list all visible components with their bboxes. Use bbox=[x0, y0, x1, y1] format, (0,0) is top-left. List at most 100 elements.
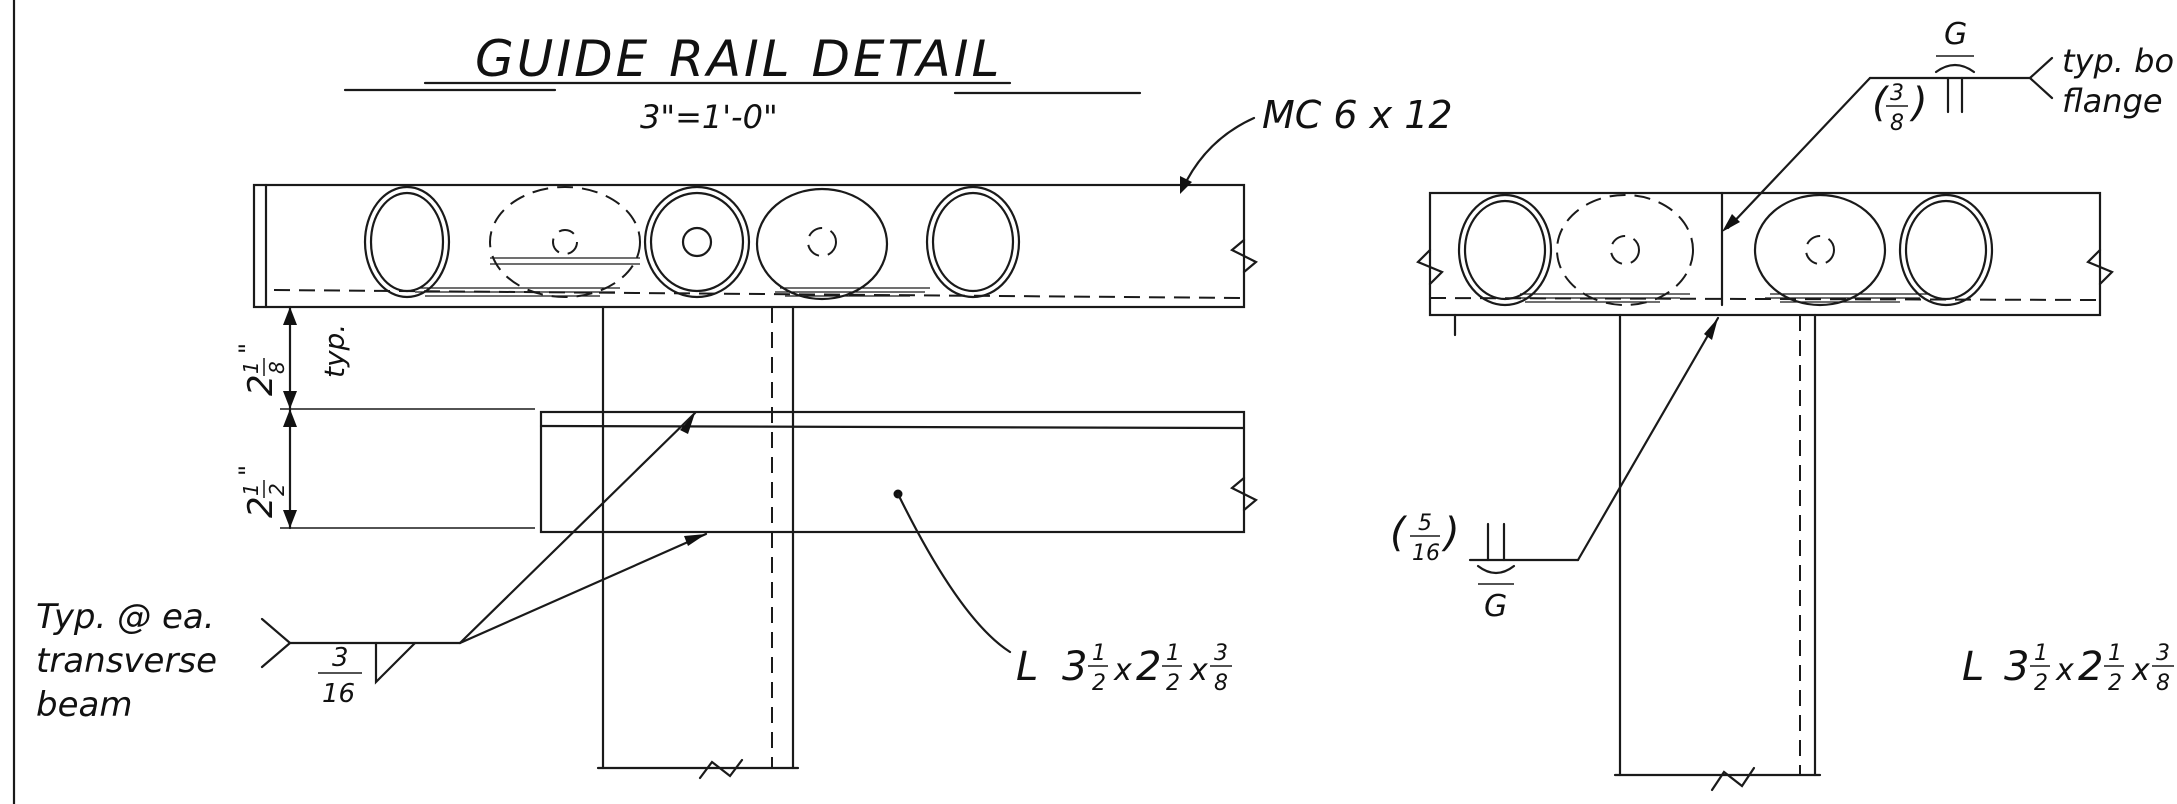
svg-text:3: 3 bbox=[1062, 644, 1087, 690]
svg-text:Typ. @ ea.: Typ. @ ea. bbox=[36, 597, 215, 637]
svg-text:3: 3 bbox=[1890, 81, 1904, 106]
dim-upper-note: typ. bbox=[318, 324, 351, 378]
svg-text:8: 8 bbox=[1890, 111, 1904, 136]
svg-text:3: 3 bbox=[332, 643, 349, 673]
svg-text:L: L bbox=[1016, 644, 1038, 690]
pipe-hidden-center bbox=[807, 227, 837, 257]
svg-text:": " bbox=[234, 343, 262, 354]
weld-leader bbox=[1576, 316, 1720, 562]
break-mark bbox=[1416, 248, 1444, 286]
channel-leader bbox=[1180, 116, 1256, 192]
arrow bbox=[684, 534, 706, 546]
svg-text:1: 1 bbox=[2034, 641, 2048, 666]
svg-text:): ) bbox=[1909, 80, 1928, 126]
dim-lower: 2 1 2 " bbox=[234, 465, 289, 518]
scale-note: 3"=1'-0" bbox=[640, 98, 778, 136]
pipe-hidden-center bbox=[1805, 235, 1835, 265]
pipe-hidden-center bbox=[552, 229, 578, 255]
angle-callout-left: L 3 1 2 x 2 1 2 x 3 8 bbox=[1016, 641, 1232, 696]
dim-upper: 2 1 8 " bbox=[234, 343, 289, 396]
weld-bottom-callout: ( 5 16 ) G bbox=[1390, 510, 1507, 624]
svg-text:2: 2 bbox=[265, 483, 289, 496]
svg-text:transverse: transverse bbox=[36, 641, 217, 681]
svg-text:3: 3 bbox=[1214, 641, 1228, 666]
svg-text:1: 1 bbox=[239, 483, 263, 496]
weld-leader bbox=[458, 532, 708, 645]
svg-text:3: 3 bbox=[2004, 644, 2029, 690]
svg-text:2: 2 bbox=[1092, 671, 1106, 696]
weld-tail bbox=[260, 617, 292, 669]
svg-text:2: 2 bbox=[2034, 671, 2048, 696]
svg-text:beam: beam bbox=[36, 685, 132, 725]
arrow bbox=[283, 510, 297, 528]
weld-contour bbox=[1934, 63, 1976, 74]
arrow bbox=[283, 391, 297, 409]
break-mark bbox=[698, 758, 744, 780]
angle-leg bbox=[539, 424, 1246, 430]
channel-callout: MC 6 x 12 bbox=[1262, 93, 1453, 137]
arrow bbox=[1722, 214, 1740, 232]
arrow bbox=[283, 307, 297, 325]
svg-text:1: 1 bbox=[1092, 641, 1106, 666]
svg-text:8: 8 bbox=[1214, 671, 1228, 696]
break-mark bbox=[1230, 238, 1258, 274]
pipe-end-inner bbox=[931, 191, 1015, 293]
svg-text:5: 5 bbox=[1418, 511, 1432, 536]
svg-text:): ) bbox=[1441, 510, 1460, 556]
svg-text:G: G bbox=[1944, 17, 1967, 52]
break-mark bbox=[2086, 248, 2114, 286]
pipe-hidden bbox=[1556, 194, 1694, 306]
svg-text:8: 8 bbox=[265, 361, 289, 374]
svg-text:2: 2 bbox=[241, 374, 281, 396]
svg-text:typ.: typ. bbox=[318, 324, 351, 378]
pipe-end bbox=[363, 185, 451, 299]
svg-text:8: 8 bbox=[2156, 671, 2170, 696]
break-mark bbox=[1230, 476, 1258, 512]
pipe-hatching bbox=[415, 257, 930, 297]
svg-text:16: 16 bbox=[1412, 541, 1440, 566]
svg-text:2: 2 bbox=[2108, 671, 2122, 696]
svg-text:2: 2 bbox=[1166, 671, 1180, 696]
angle-callout-right: L 3 1 2 x 2 1 2 x 3 8 bbox=[1962, 641, 2174, 696]
svg-text:2: 2 bbox=[241, 496, 281, 518]
weld-note: Typ. @ ea. transverse beam 3 16 bbox=[36, 597, 362, 725]
weld-top-callout: ( 3 8 ) G typ. bo flange bbox=[1872, 17, 2174, 136]
svg-text:typ. bo: typ. bo bbox=[2062, 42, 2174, 80]
svg-text:G: G bbox=[1484, 589, 1507, 624]
pipe-end bbox=[1457, 193, 1553, 307]
svg-text:1: 1 bbox=[239, 361, 263, 374]
arrow bbox=[680, 413, 695, 434]
pipe-end-inner bbox=[1463, 199, 1547, 301]
svg-text:x: x bbox=[1113, 653, 1132, 688]
weld-leader bbox=[1726, 76, 1872, 230]
fillet-weld-symbol bbox=[374, 641, 417, 685]
pipe-end-inner bbox=[1904, 199, 1988, 301]
pipe-end bbox=[1753, 193, 1887, 307]
svg-text:flange: flange bbox=[2062, 82, 2163, 120]
svg-text:1: 1 bbox=[2108, 641, 2122, 666]
arrow bbox=[283, 409, 297, 427]
right-view bbox=[1416, 55, 2114, 792]
break-mark bbox=[1710, 766, 1756, 792]
pipe-hidden-center bbox=[1610, 235, 1640, 265]
svg-text:x: x bbox=[2131, 653, 2150, 688]
arrow bbox=[1180, 176, 1192, 194]
pipe-end bbox=[925, 185, 1021, 299]
channel-right bbox=[1428, 191, 2102, 317]
svg-text:(: ( bbox=[1872, 80, 1890, 126]
weld-tail bbox=[2028, 56, 2054, 100]
pipe-end bbox=[643, 185, 751, 299]
channel-hidden-flange bbox=[273, 289, 1245, 299]
svg-text:2: 2 bbox=[1136, 644, 1161, 690]
svg-text:x: x bbox=[2055, 653, 2074, 688]
channel-left bbox=[252, 183, 1246, 309]
pipe-end bbox=[755, 187, 889, 301]
title: GUIDE RAIL DETAIL bbox=[475, 30, 1002, 88]
pipe-end-inner bbox=[369, 191, 445, 293]
pipe-end-inner bbox=[649, 191, 745, 293]
pipe-center bbox=[681, 226, 713, 258]
angle-left bbox=[539, 410, 1246, 534]
svg-text:16: 16 bbox=[322, 679, 355, 709]
svg-text:L: L bbox=[1962, 644, 1984, 690]
